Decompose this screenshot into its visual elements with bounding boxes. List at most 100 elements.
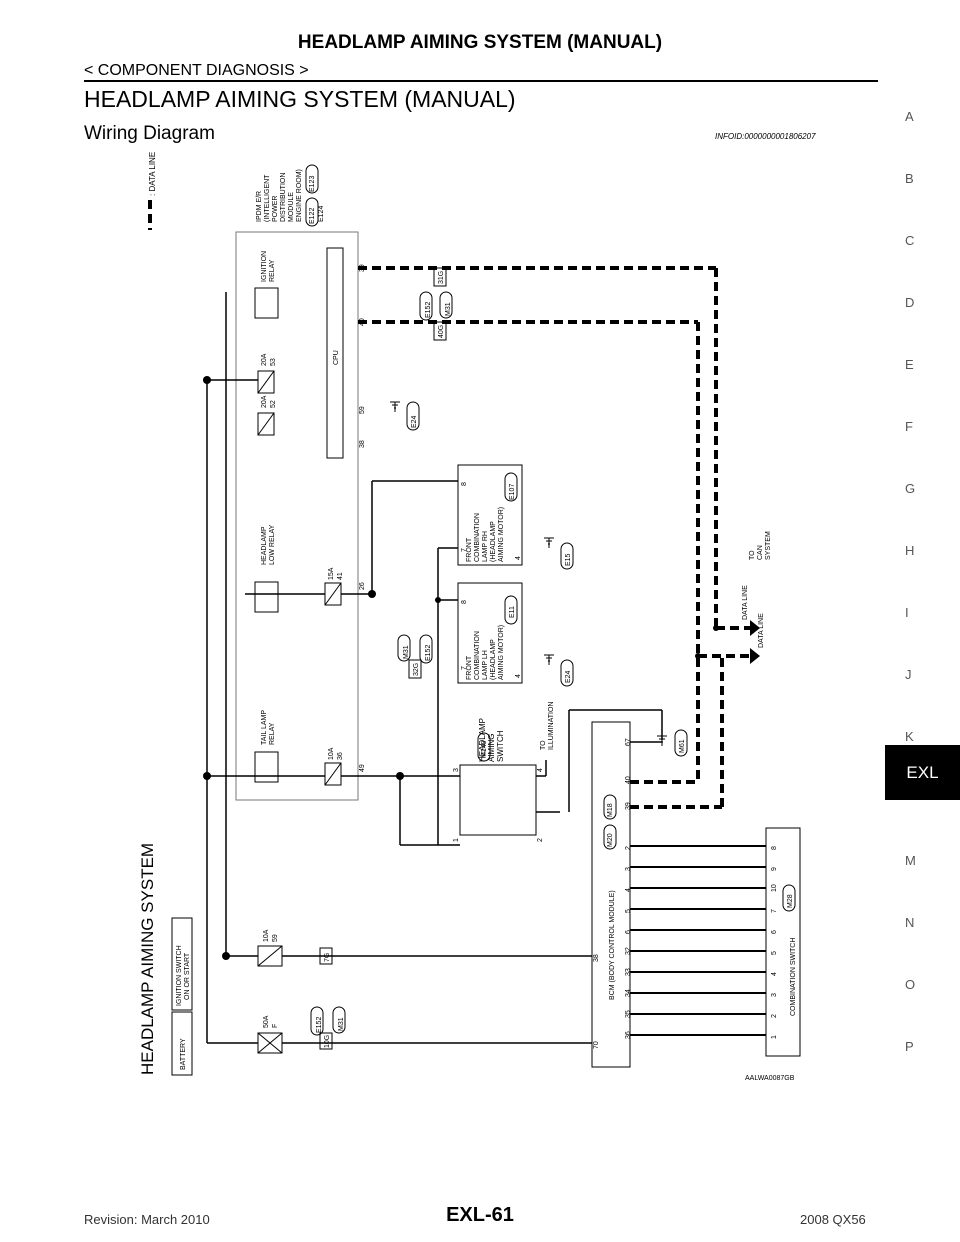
svg-text:E123: E123 — [309, 176, 316, 192]
svg-text:7: 7 — [461, 666, 468, 670]
svg-text:AIMING MOTOR): AIMING MOTOR) — [498, 625, 505, 680]
svg-text:2: 2 — [537, 838, 544, 842]
svg-text:E15: E15 — [565, 553, 572, 566]
index-letter-j[interactable]: J — [905, 667, 912, 682]
svg-text:36: 36 — [337, 752, 344, 760]
svg-text:F: F — [272, 1024, 279, 1028]
svg-text:4: 4 — [771, 972, 778, 976]
aim-switch-label: HEADLAMP AIMING SWITCH — [478, 718, 505, 762]
index-letter-e[interactable]: E — [905, 357, 914, 372]
fuse-10a-36 — [324, 762, 342, 786]
joint-connector-mid: M31 E152 32G — [403, 645, 432, 676]
headlamp-low-relay-box — [254, 581, 279, 613]
index-tab-exl-active[interactable]: EXL — [885, 745, 960, 800]
svg-text:3: 3 — [625, 867, 632, 871]
svg-text:35: 35 — [625, 1010, 632, 1018]
battery-label: BATTERY — [180, 1038, 187, 1070]
svg-text:IGNITION: IGNITION — [261, 251, 268, 282]
ignition-relay-box — [254, 287, 279, 319]
svg-text:AIMING: AIMING — [487, 734, 496, 762]
svg-text:4: 4 — [515, 674, 522, 678]
ignition-switch-label: IGNITION SWITCH ON OR START — [176, 945, 191, 1006]
svg-text:32G: 32G — [413, 663, 420, 676]
svg-text:(HEADLAMP: (HEADLAMP — [490, 639, 497, 680]
svg-text:IGNITION SWITCH: IGNITION SWITCH — [176, 945, 183, 1006]
svg-text:DISTRIBUTION: DISTRIBUTION — [280, 173, 287, 222]
svg-text:3: 3 — [453, 768, 460, 772]
index-letter-i[interactable]: I — [905, 605, 909, 620]
index-letter-b[interactable]: B — [905, 171, 914, 186]
svg-text:2: 2 — [625, 846, 632, 850]
info-id: INFOID:0000000001806207 — [715, 132, 816, 141]
svg-text:E152: E152 — [316, 1017, 323, 1033]
svg-text:(HEADLAMP: (HEADLAMP — [490, 521, 497, 562]
svg-text:59: 59 — [359, 406, 366, 414]
bcm-box — [591, 721, 631, 1068]
headlamp-low-relay-label: HEADLAMP LOW RELAY — [261, 524, 276, 565]
index-letter-k[interactable]: K — [905, 729, 914, 744]
svg-text:E152: E152 — [425, 302, 432, 318]
svg-text:5: 5 — [625, 909, 632, 913]
bcm-label: BCM (BODY CONTROL MODULE) — [609, 890, 616, 1000]
svg-text:COMBINATION: COMBINATION — [474, 631, 481, 680]
joint-connector-bottom: E152 M31 10G 7G — [316, 953, 345, 1048]
svg-text:1: 1 — [771, 1035, 778, 1039]
breadcrumb: < COMPONENT DIAGNOSIS > — [84, 62, 309, 79]
svg-text:38: 38 — [593, 954, 600, 962]
index-letter-m[interactable]: M — [905, 853, 916, 868]
svg-text:31G: 31G — [438, 271, 445, 284]
svg-text:M20: M20 — [607, 833, 614, 847]
ign-switch-box — [171, 917, 193, 1011]
svg-text:6: 6 — [771, 930, 778, 934]
svg-text:53: 53 — [270, 358, 277, 366]
svg-text:15A: 15A — [328, 567, 335, 580]
tail-lamp-relay-label: TAIL LAMP RELAY — [261, 710, 276, 745]
index-letter-d[interactable]: D — [905, 295, 915, 310]
index-letter-h[interactable]: H — [905, 543, 915, 558]
svg-text:38: 38 — [359, 440, 366, 448]
svg-text:LOW RELAY: LOW RELAY — [269, 524, 276, 565]
svg-text:M31: M31 — [445, 302, 452, 316]
svg-text:67: 67 — [625, 738, 632, 746]
svg-text:20A: 20A — [261, 395, 268, 408]
rh-aim-motor-label: FRONT COMBINATION LAMP RH (HEADLAMP AIMI… — [461, 482, 572, 566]
tail-lamp-relay-box — [254, 751, 279, 783]
combination-switch-label: COMBINATION SWITCH M28 8 9 10 7 6 5 4 3 … — [771, 846, 797, 1039]
index-letter-a[interactable]: A — [905, 109, 914, 124]
index-letter-p[interactable]: P — [905, 1039, 914, 1054]
svg-text:4: 4 — [537, 768, 544, 772]
svg-text:POWER: POWER — [272, 196, 279, 222]
revision: Revision: March 2010 — [84, 1212, 210, 1227]
index-letter-o[interactable]: O — [905, 977, 916, 992]
ipdm-box — [235, 231, 359, 801]
joint-connector-top: E152 M31 31G 40G — [425, 271, 452, 338]
svg-text:COMBINATION SWITCH: COMBINATION SWITCH — [790, 938, 797, 1016]
svg-text:LAMP LH: LAMP LH — [482, 650, 489, 680]
svg-text:DATA LINE: DATA LINE — [758, 613, 765, 648]
aim-switch-pins: M149 3 1 2 4 — [453, 740, 544, 842]
svg-text:E122: E122 — [309, 208, 316, 224]
battery-box — [171, 1011, 193, 1076]
figure-code: AALWA0087GB — [745, 1075, 795, 1082]
subsection-title: Wiring Diagram — [84, 123, 215, 144]
svg-text:E107: E107 — [509, 484, 516, 500]
header-rule — [84, 80, 878, 82]
svg-text:ON OR START: ON OR START — [184, 952, 191, 1000]
svg-text:7G: 7G — [324, 953, 331, 962]
svg-text:SWITCH: SWITCH — [496, 730, 505, 762]
svg-text:M149: M149 — [481, 740, 488, 758]
aim-switch-box — [459, 764, 537, 836]
data-line-labels: DATA LINE DATA LINE TO CAN SYSTEM — [742, 531, 772, 648]
index-letter-c[interactable]: C — [905, 233, 915, 248]
svg-text:M61: M61 — [679, 739, 686, 753]
svg-text:9: 9 — [771, 867, 778, 871]
index-letter-n[interactable]: N — [905, 915, 915, 930]
ipdm-label: IPDM E/R (INTELLIGENT POWER DISTRIBUTION… — [256, 169, 325, 224]
index-letter-f[interactable]: F — [905, 419, 913, 434]
index-letter-g[interactable]: G — [905, 481, 916, 496]
svg-text:10: 10 — [771, 884, 778, 892]
fuse-20a-53 — [257, 370, 275, 394]
page-header-title: HEADLAMP AIMING SYSTEM (MANUAL) — [297, 32, 663, 53]
svg-text:SYSTEM: SYSTEM — [765, 531, 772, 560]
